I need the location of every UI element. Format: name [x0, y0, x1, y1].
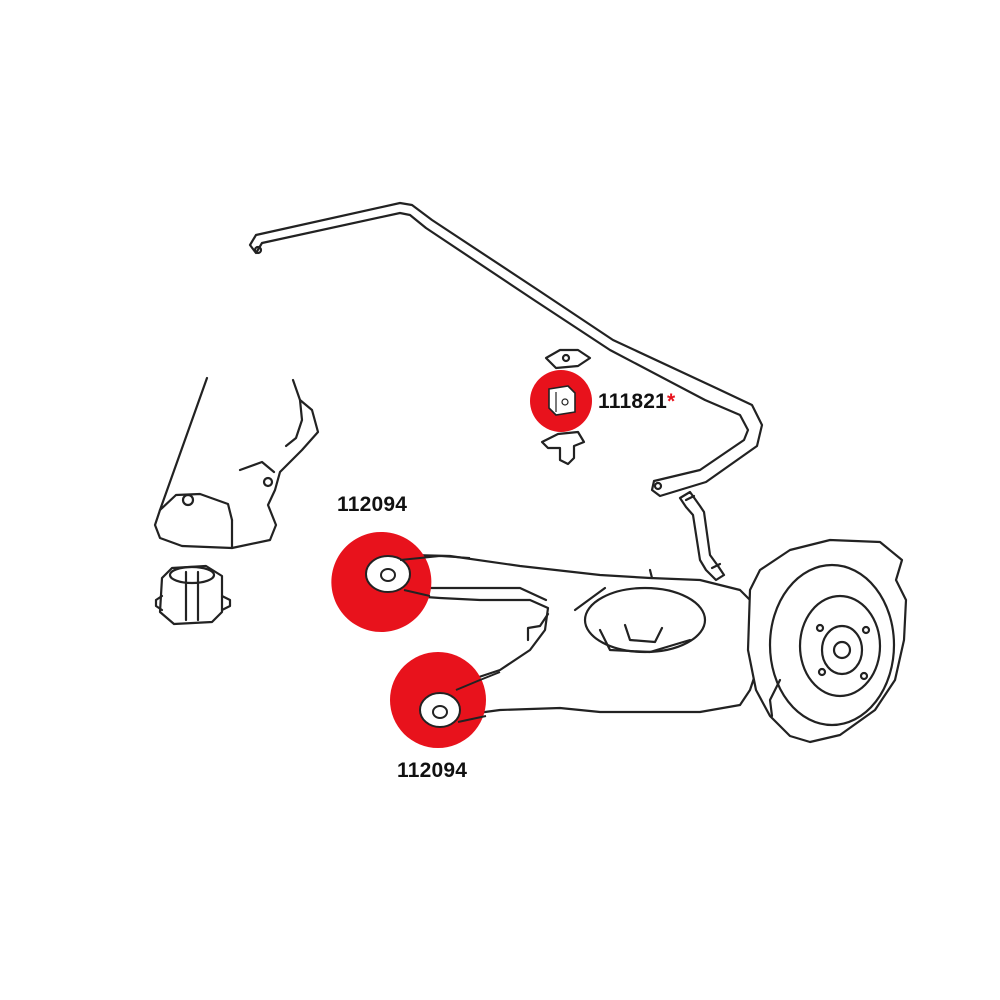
part-number-text: 111821 — [598, 390, 667, 413]
upper-control-arm-bushing-highlight[interactable] — [331, 531, 471, 632]
part-number-text: 112094 — [337, 493, 408, 516]
part-label-112094-upper: 112094 — [337, 493, 407, 517]
part-label-112094-lower: 112094 — [397, 759, 467, 783]
sway-bar-end-link — [678, 490, 726, 582]
sway-bar-clamp-bottom — [540, 430, 586, 466]
part-label-111821: 111821* — [598, 390, 675, 414]
asterisk-mark: * — [666, 390, 676, 413]
sway-bar — [248, 201, 764, 498]
lower-control-arm-bushing-highlight[interactable] — [390, 652, 501, 748]
sway-bar-bushing-highlight[interactable] — [530, 370, 592, 432]
sway-bar-clamp-top — [544, 348, 592, 370]
subframe-mount-bushing — [154, 564, 232, 626]
hub-rotor-assembly — [746, 538, 908, 744]
body-mount-structure — [153, 376, 320, 550]
part-number-text: 112094 — [397, 759, 468, 782]
